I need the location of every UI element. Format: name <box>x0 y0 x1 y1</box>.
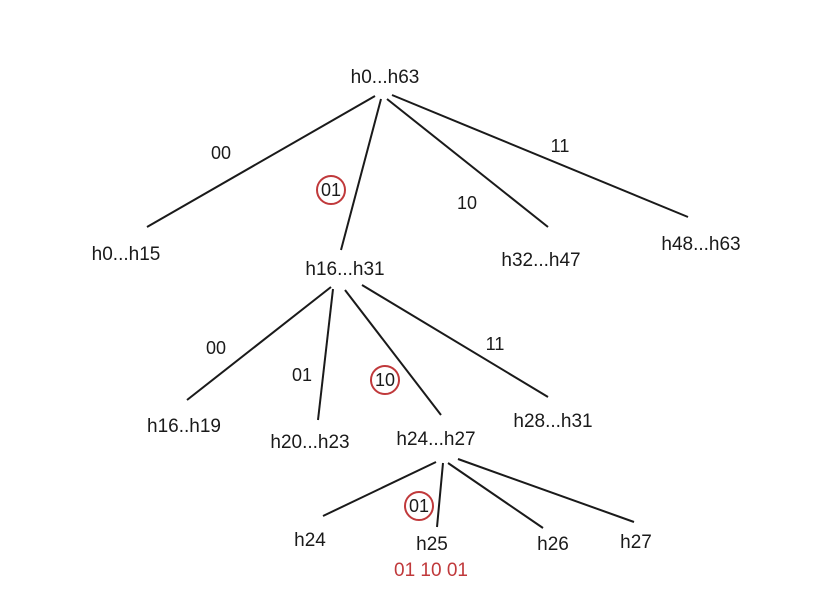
path-code: 01 10 01 <box>394 560 468 581</box>
highlight-circle-root-01 <box>316 175 346 205</box>
edge-label-leaf-01: 01 <box>409 496 429 516</box>
edge-leaf-00 <box>322 461 437 517</box>
node-l1-10: h32...h47 <box>501 250 580 271</box>
edge-label-mid-10: 10 <box>375 370 395 390</box>
edge-label-root-01: 01 <box>321 180 341 200</box>
node-l1-00: h0...h15 <box>92 244 161 265</box>
node-l3-10: h26 <box>537 534 569 555</box>
edge-label-mid-00: 00 <box>206 338 226 358</box>
highlight-circle-mid-10 <box>370 365 400 395</box>
node-l3-01: h25 <box>416 534 448 555</box>
node-l1-11: h48...h63 <box>661 234 740 255</box>
edge-mid-10 <box>344 289 442 416</box>
edge-label-root-10: 10 <box>457 193 477 213</box>
edge-root-11 <box>391 94 689 218</box>
edge-label-mid-01: 01 <box>292 365 312 385</box>
highlight-circle-leaf-01 <box>404 491 434 521</box>
edge-root-01 <box>340 98 382 251</box>
node-l2-01: h20...h23 <box>270 432 349 453</box>
edge-mid-11 <box>361 284 549 398</box>
edge-leaf-11 <box>457 458 635 523</box>
edge-root-00 <box>146 95 376 228</box>
node-l2-11: h28...h31 <box>513 411 592 432</box>
edge-label-root-00: 00 <box>211 143 231 163</box>
edge-mid-01 <box>317 288 334 421</box>
node-l3-11: h27 <box>620 532 652 553</box>
edge-label-mid-11: 11 <box>486 334 505 354</box>
node-l3-00: h24 <box>294 530 326 551</box>
node-root: h0...h63 <box>351 67 420 88</box>
edge-mid-00 <box>186 286 332 401</box>
edge-label-root-11: 11 <box>551 136 570 156</box>
edge-leaf-10 <box>447 462 544 529</box>
node-l2-00: h16..h19 <box>147 416 221 437</box>
node-l2-10: h24...h27 <box>396 429 475 450</box>
edge-leaf-01 <box>436 462 444 528</box>
edge-root-10 <box>386 98 549 228</box>
node-l1-01: h16...h31 <box>305 259 384 280</box>
